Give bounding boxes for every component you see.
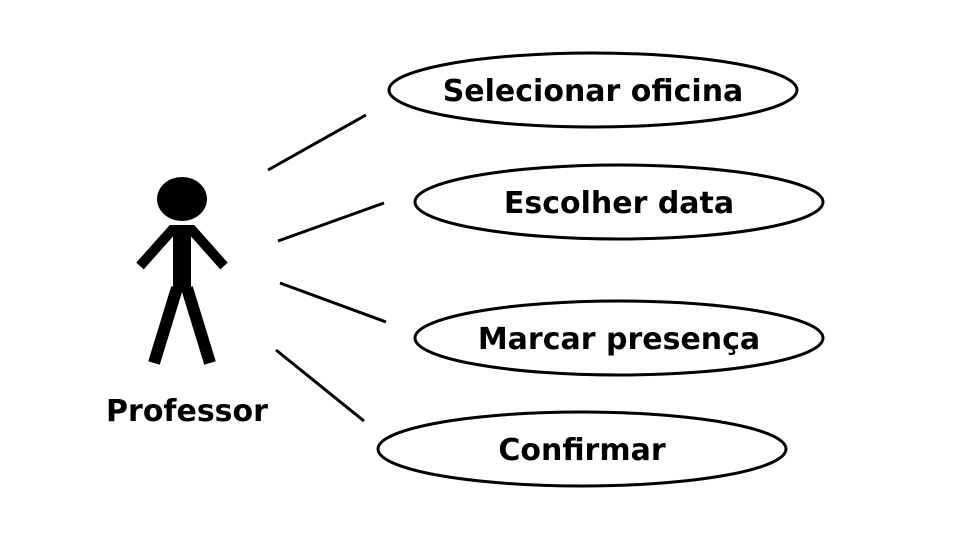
use-case-ellipse	[413, 299, 825, 377]
actor-name-label: Professor	[106, 394, 268, 429]
use-case-ellipse	[387, 51, 799, 129]
associations	[267, 113, 387, 423]
association-line-3	[279, 281, 387, 324]
association-line-1	[267, 113, 367, 172]
actor-arms	[136, 225, 228, 270]
actor-head	[157, 177, 207, 221]
actor-right-leg	[181, 286, 216, 365]
use-case-confirmar[interactable]: Confirmar	[376, 410, 788, 488]
use-case-label: Marcar presença	[478, 322, 760, 357]
use-case-label: Confirmar	[498, 433, 666, 468]
use-case-escolher-data[interactable]: Escolher data	[413, 163, 825, 241]
actor-figure	[136, 177, 228, 365]
use-case-label: Escolher data	[504, 186, 734, 221]
association-line-4	[275, 348, 365, 423]
association-line-2	[277, 201, 385, 243]
use-case-label: Selecionar oficina	[443, 74, 744, 109]
use-case-ellipse	[413, 163, 825, 241]
use-case-selecionar-oficina[interactable]: Selecionar oficina	[387, 51, 799, 129]
use-case-ellipse	[376, 410, 788, 488]
use-case-marcar-presenca[interactable]: Marcar presença	[413, 299, 825, 377]
actor-left-leg	[148, 286, 183, 365]
